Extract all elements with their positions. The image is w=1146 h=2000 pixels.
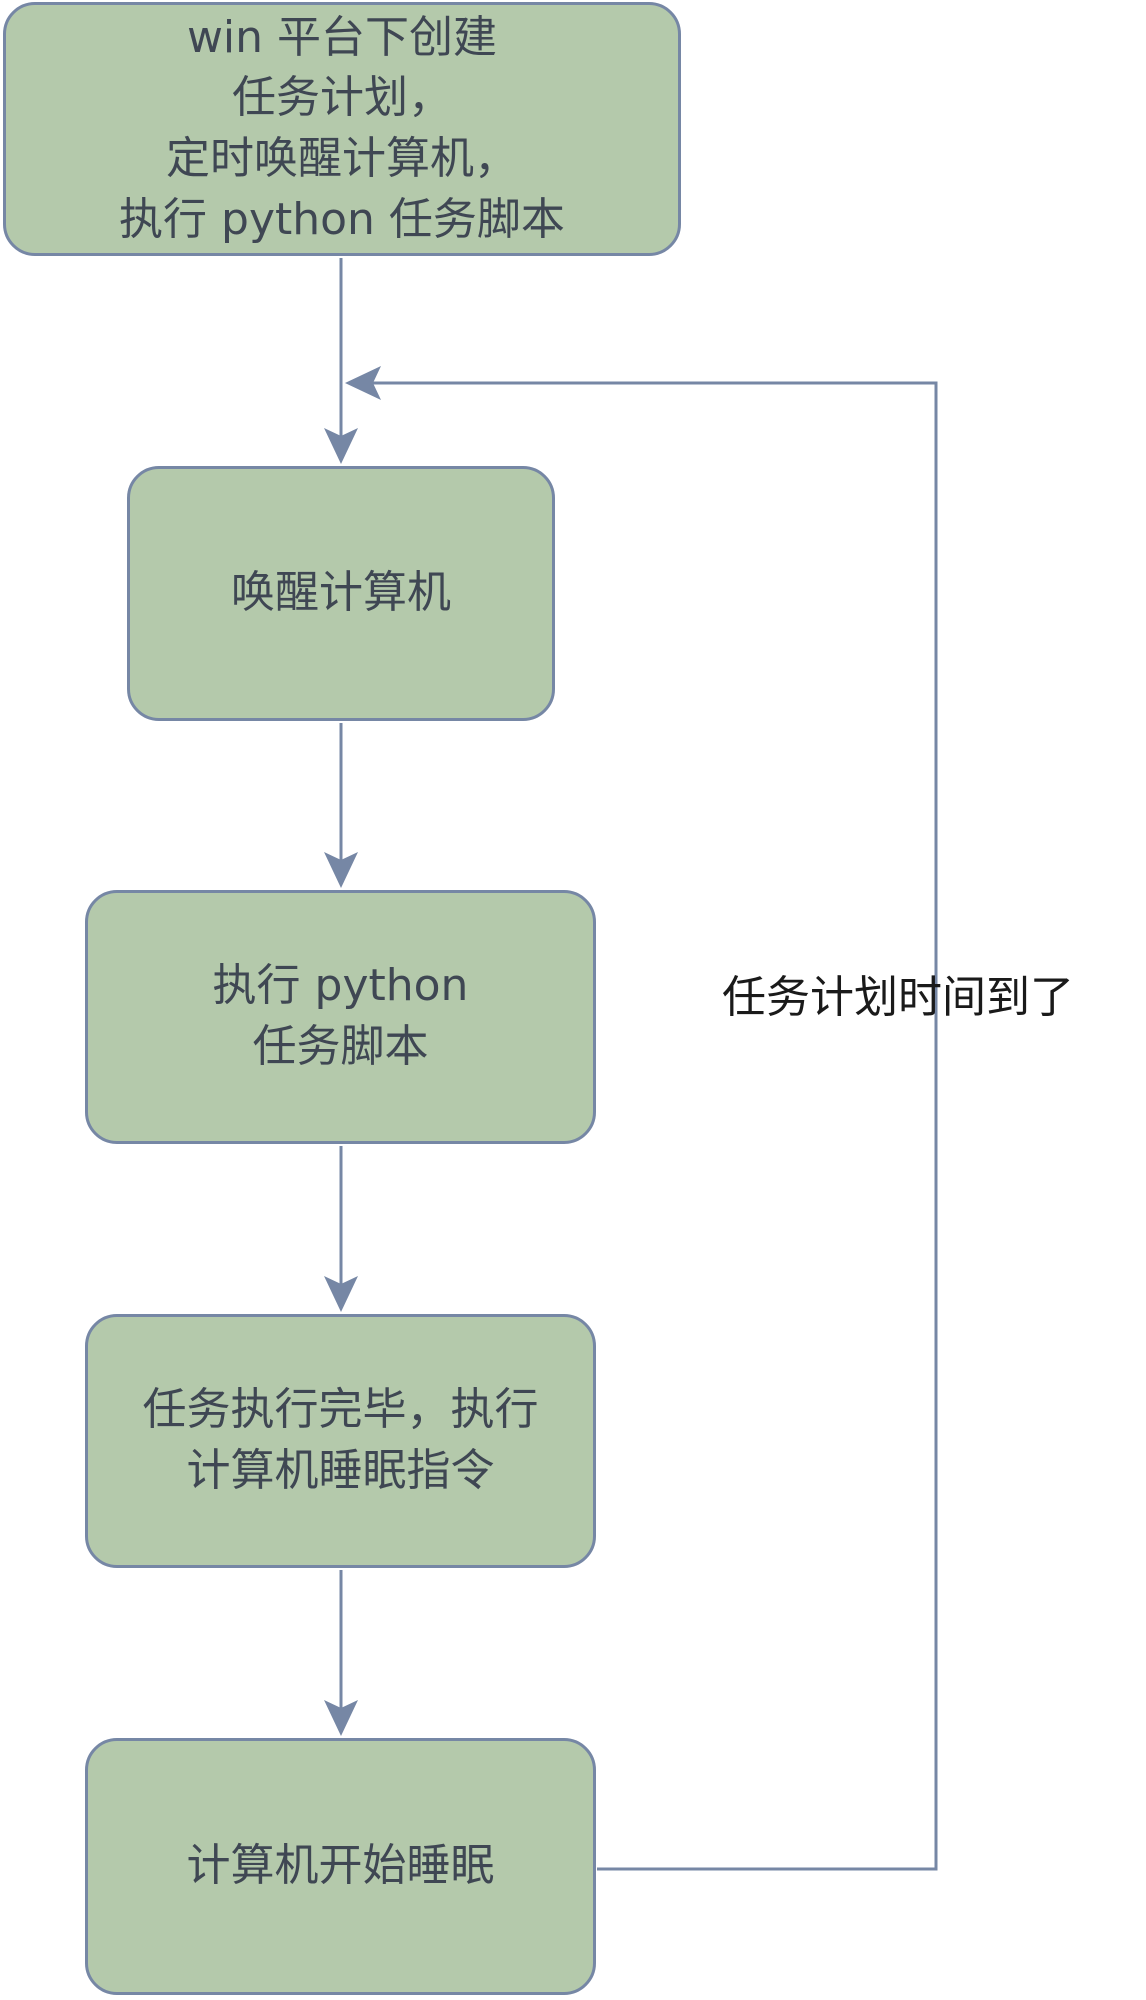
loop-edge-label: 任务计划时间到了 <box>722 972 1074 1023</box>
node-sleep-command: 任务执行完毕，执行 计算机睡眠指令 <box>85 1314 596 1568</box>
node-create-task-schedule: win 平台下创建 任务计划， 定时唤醒计算机， 执行 python 任务脚本 <box>3 2 681 256</box>
arrow-start-to-wake <box>324 258 358 464</box>
arrow-sleep-command-to-sleep <box>324 1570 358 1736</box>
arrow-wake-to-run-script <box>324 723 358 888</box>
node-label: win 平台下创建 任务计划， 定时唤醒计算机， 执行 python 任务脚本 <box>119 11 565 245</box>
node-label: 执行 python 任务脚本 <box>212 960 469 1072</box>
node-label: 计算机开始睡眠 <box>186 1840 495 1892</box>
arrow-run-script-to-sleep-command <box>324 1146 358 1312</box>
node-label: 唤醒计算机 <box>231 567 451 619</box>
node-label: 任务执行完毕，执行 计算机睡眠指令 <box>142 1384 539 1496</box>
node-computer-sleep: 计算机开始睡眠 <box>85 1738 596 1995</box>
node-run-python-script: 执行 python 任务脚本 <box>85 890 596 1144</box>
arrow-loop-back <box>345 366 938 1871</box>
node-wake-computer: 唤醒计算机 <box>127 466 555 721</box>
